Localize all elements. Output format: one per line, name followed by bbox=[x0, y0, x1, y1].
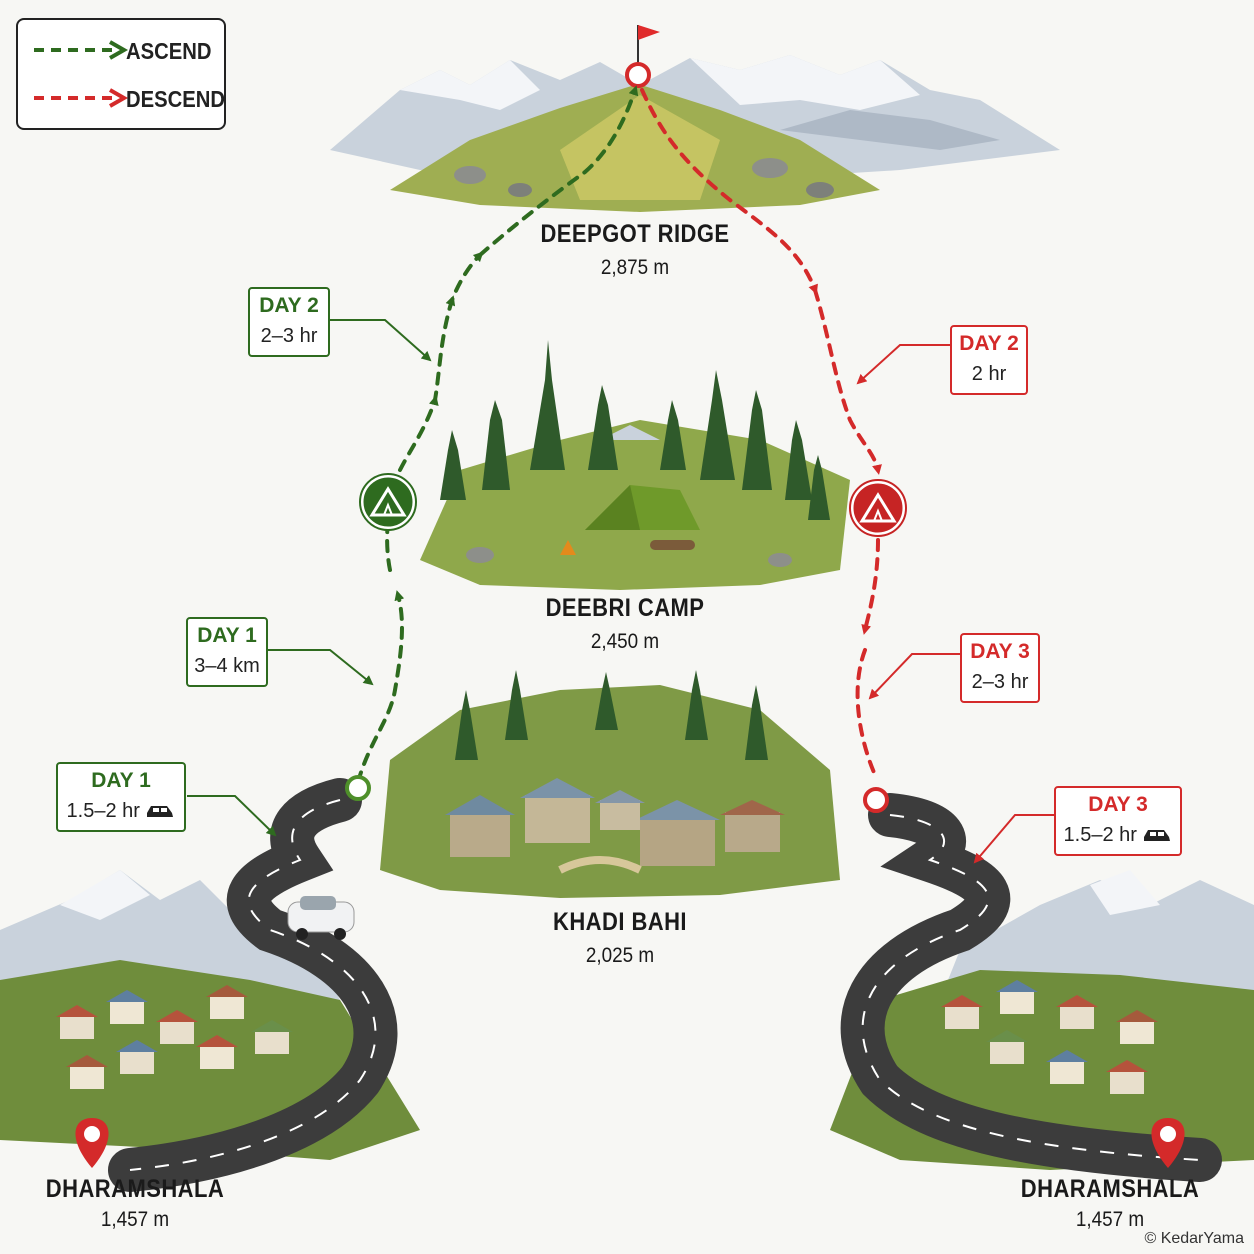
end-name: DHARAMSHALA bbox=[1020, 1175, 1200, 1203]
descend-camp-badge-icon bbox=[849, 479, 907, 537]
descend-route bbox=[640, 88, 882, 777]
descend-drive-callout: DAY 3 1.5–2 hr bbox=[1054, 786, 1182, 856]
ascend-summit-day: DAY 2 bbox=[259, 294, 319, 317]
ascend-start-marker-icon bbox=[345, 775, 371, 801]
start-location-pin-icon bbox=[75, 1118, 109, 1168]
camp-altitude: 2,450 m bbox=[590, 630, 660, 653]
ascend-hike-callout: DAY 1 3–4 km bbox=[186, 617, 268, 687]
descend-summit-callout: DAY 2 2 hr bbox=[950, 325, 1028, 395]
ascend-legend-arrow-icon bbox=[34, 40, 128, 60]
car-icon bbox=[147, 806, 174, 817]
descend-hike-day: DAY 3 bbox=[970, 640, 1030, 663]
right-road bbox=[840, 793, 1222, 1182]
descend-legend-arrow-icon bbox=[34, 88, 128, 108]
end-location-pin-icon bbox=[1151, 1118, 1185, 1168]
legend-descend-label: DESCEND bbox=[126, 86, 225, 112]
start-name: DHARAMSHALA bbox=[45, 1175, 225, 1203]
descend-end-marker-icon bbox=[863, 787, 889, 813]
legend: ASCEND DESCEND bbox=[16, 18, 226, 130]
ascend-drive-day: DAY 1 bbox=[91, 769, 151, 792]
descend-hike-callout: DAY 3 2–3 hr bbox=[960, 633, 1040, 703]
ascend-summit-callout: DAY 2 2–3 hr bbox=[248, 287, 330, 357]
ascend-camp-badge-icon bbox=[359, 473, 417, 531]
ascend-drive-duration: 1.5–2 hr bbox=[66, 800, 140, 822]
ascend-hike-day: DAY 1 bbox=[197, 624, 257, 647]
village-name: KHADI BAHI bbox=[553, 908, 687, 936]
descend-drive-duration: 1.5–2 hr bbox=[1063, 824, 1137, 846]
camp-scene bbox=[420, 340, 850, 590]
campfire-icon bbox=[560, 540, 576, 555]
descend-summit-day: DAY 2 bbox=[959, 332, 1019, 355]
car-icon bbox=[1144, 830, 1171, 841]
summit-marker-icon bbox=[625, 62, 651, 88]
descend-summit-duration: 2 hr bbox=[971, 363, 1007, 385]
end-altitude: 1,457 m bbox=[1075, 1208, 1145, 1231]
ascend-drive-callout: DAY 1 1.5–2 hr bbox=[56, 762, 186, 832]
ascend-summit-duration: 2–3 hr bbox=[260, 325, 318, 347]
summit-name: DEEPGOT RIDGE bbox=[540, 220, 730, 248]
car-illustration bbox=[287, 896, 355, 940]
ascend-hike-distance: 3–4 km bbox=[194, 655, 260, 677]
summit-altitude: 2,875 m bbox=[600, 256, 670, 279]
right-town-scene bbox=[830, 793, 1254, 1182]
summit-flag-icon bbox=[638, 25, 660, 40]
village-altitude: 2,025 m bbox=[585, 944, 655, 967]
summit-scene bbox=[330, 25, 1060, 212]
descend-drive-day: DAY 3 bbox=[1088, 793, 1148, 816]
callout-leaders bbox=[187, 319, 1055, 864]
village-scene bbox=[380, 670, 840, 898]
credit-text: © KedarYama bbox=[1144, 1230, 1244, 1247]
legend-ascend-label: ASCEND bbox=[126, 38, 212, 64]
descend-hike-duration: 2–3 hr bbox=[971, 671, 1029, 693]
left-town-scene bbox=[0, 778, 420, 1192]
camp-name: DEEBRI CAMP bbox=[545, 594, 705, 622]
start-altitude: 1,457 m bbox=[100, 1208, 170, 1231]
